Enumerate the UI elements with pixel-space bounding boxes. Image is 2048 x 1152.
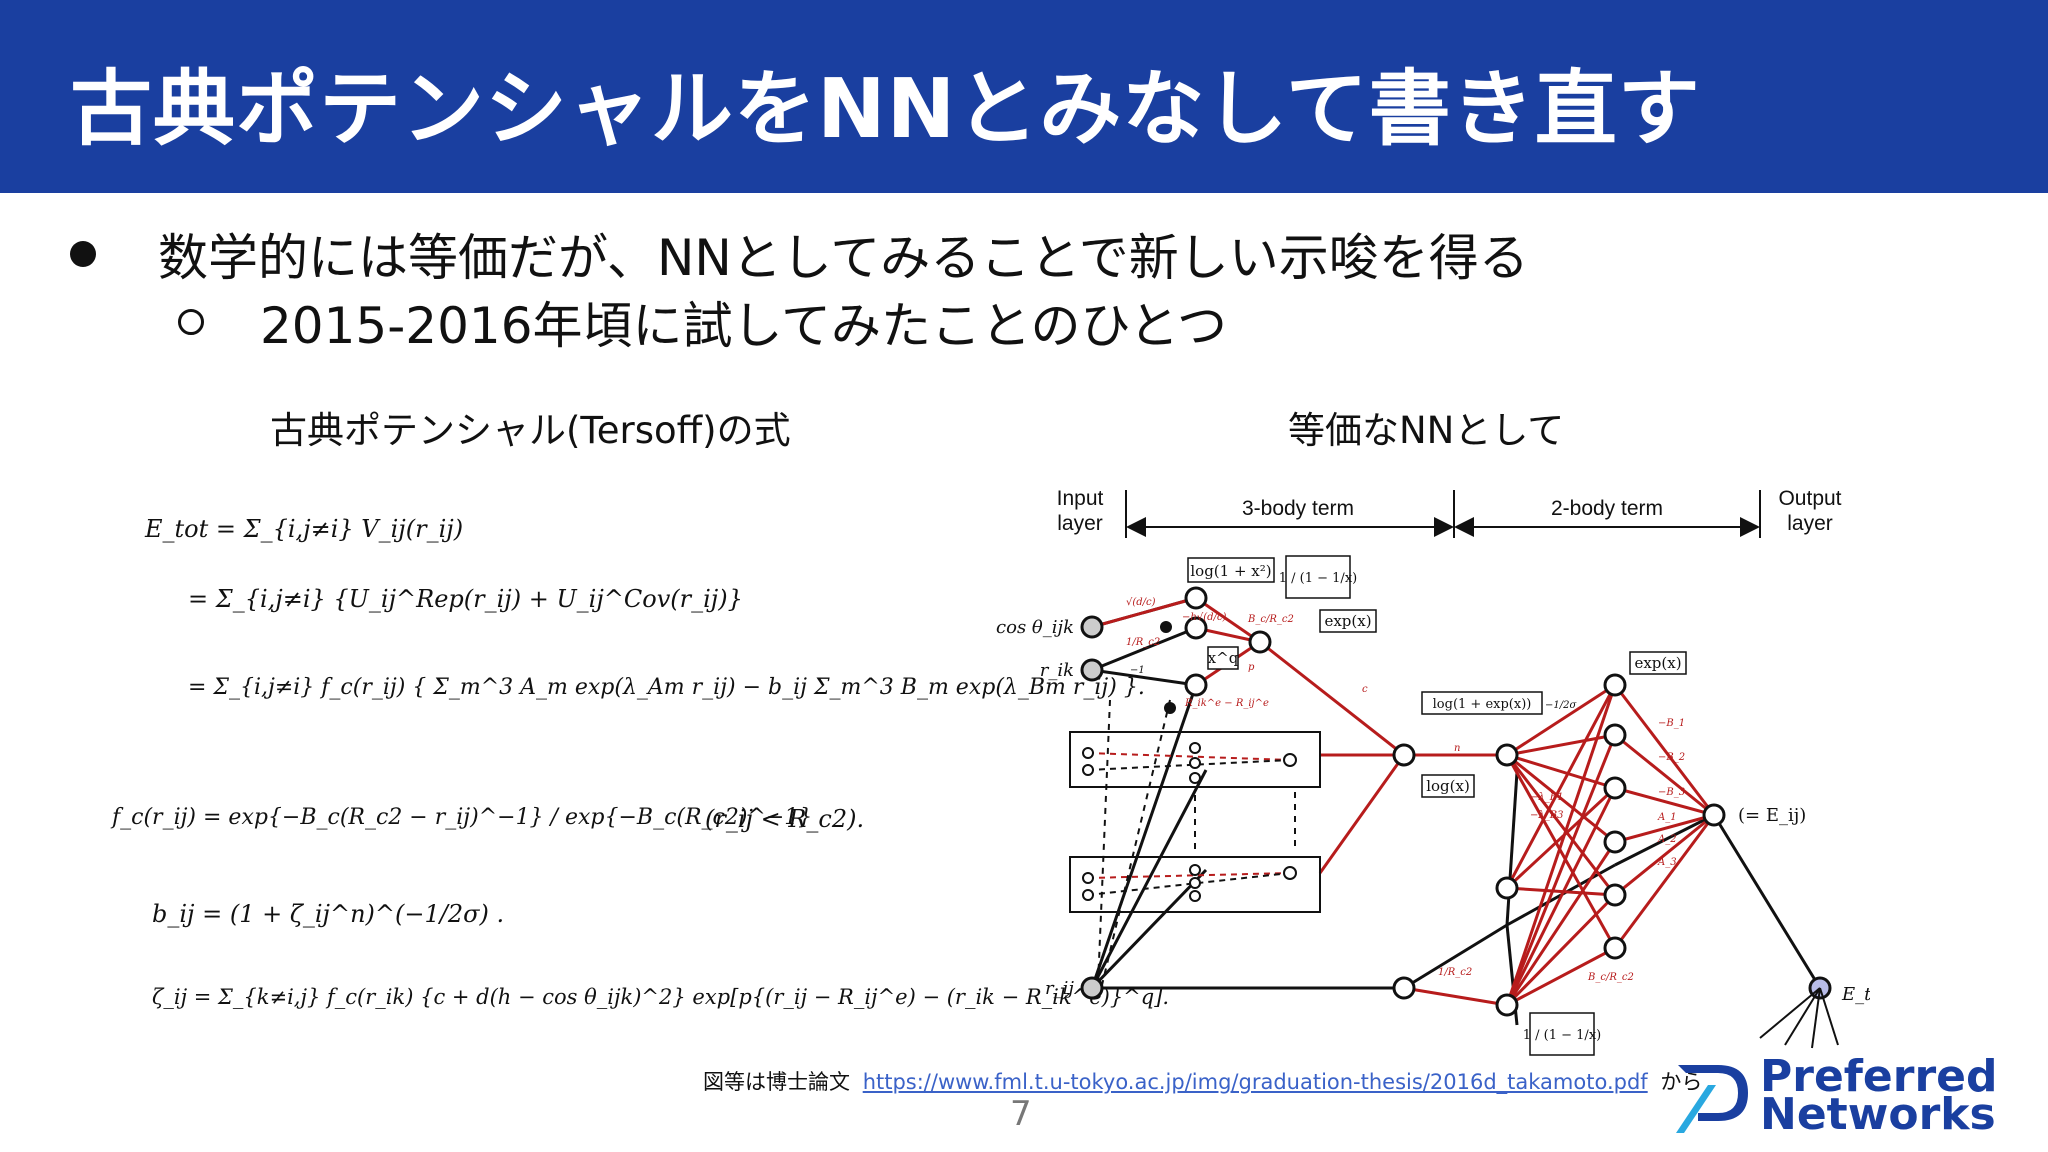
- box-log1expx: log(1 + exp(x)): [1433, 697, 1532, 712]
- output-node-eij: [1702, 803, 1726, 827]
- subnet-box-1: [1069, 731, 1321, 788]
- exp-node-6: [1603, 936, 1627, 960]
- input-node-rij: [1080, 976, 1104, 1000]
- edge-label-8: n: [1454, 743, 1460, 754]
- black-edges: [1090, 596, 1822, 1026]
- nodes: [1080, 586, 1832, 1017]
- nn-diagram: Input layer 3-body term 2-body term Outp…: [996, 487, 1870, 1056]
- edge-label-3: −h√(d/c): [1182, 612, 1226, 623]
- edge-label-9: −1/2σ: [1545, 700, 1577, 711]
- edge-label-7: c: [1362, 684, 1368, 695]
- input-node-cos: [1080, 615, 1104, 639]
- exp-node-4: [1603, 830, 1627, 854]
- input-label-rik: r_ik: [1040, 660, 1074, 681]
- edge-label-18: 1/R_c2: [1438, 967, 1472, 978]
- output-layer-label-2: layer: [1787, 512, 1833, 535]
- edge-labels: √(d/c) 1/R_c2 −1 −h√(d/c) B_c/R_c2 p R_i…: [1126, 597, 1685, 983]
- citation-prefix: 図等は博士論文: [703, 1070, 850, 1094]
- output-fan: [1759, 987, 1839, 1049]
- edge-label-0: √(d/c): [1126, 597, 1156, 608]
- box-expx-2: exp(x): [1634, 654, 1681, 672]
- hidden-node-mid: [1495, 876, 1519, 900]
- hidden-node-3: [1184, 673, 1208, 697]
- edge-label-10: −B_1: [1658, 718, 1685, 729]
- bullet-level1-text: 数学的には等価だが、NNとしてみることで新しい示唆を得る: [158, 229, 1529, 287]
- title-bar: 古典ポテンシャルをNNとみなして書き直す: [0, 0, 2048, 193]
- formula-zeta: ζ_ij = Σ_{k≠i,j} f_c(r_ik) {c + d(h − co…: [152, 985, 1170, 1009]
- bullet-level1: 数学的には等価だが、NNとしてみることで新しい示唆を得る: [70, 218, 1529, 290]
- box-inv: 1 / (1 − 1/x): [1279, 571, 1357, 586]
- hidden-node-rij: [1392, 976, 1416, 1000]
- edge-label-6: R_ik^e − R_ij^e: [1184, 698, 1269, 709]
- logo-line2: Networks: [1760, 1089, 1996, 1140]
- output-layer-label-1: Output: [1778, 487, 1841, 510]
- caption-right: 等価なNNとして: [1288, 409, 1565, 452]
- preferred-networks-logo-icon: [1676, 1065, 1748, 1133]
- edge-label-19: B_c/R_c2: [1587, 972, 1634, 983]
- exp-node-2: [1603, 723, 1627, 747]
- formula-block: E_tot = Σ_{i,j≠i} V_ij(r_ij) = Σ_{i,j≠i}…: [100, 495, 1169, 1055]
- formula-etot-line2: = Σ_{i,j≠i} {U_ij^Rep(r_ij) + U_ij^Cov(r…: [188, 585, 743, 613]
- bias-node-2: [1164, 702, 1176, 714]
- edge-label-2: −1: [1130, 665, 1145, 676]
- formula-etot-line3: = Σ_{i,j≠i} f_c(r_ij) { Σ_m^3 A_m exp(λ_…: [188, 675, 1145, 700]
- caption-left: 古典ポテンシャル(Tersoff)の式: [270, 409, 791, 452]
- logo-wordmark: Preferred Networks: [1760, 1051, 1998, 1140]
- formula-fc-condition: (r_ij < R_c2).: [705, 805, 865, 833]
- box-logx: log(x): [1426, 777, 1470, 795]
- input-layer-label-2: layer: [1057, 512, 1103, 535]
- input-label-rij: r_ij: [1045, 978, 1074, 999]
- hidden-node-2: [1184, 616, 1208, 640]
- box-log1x2: log(1 + x²): [1190, 562, 1271, 580]
- hidden-node-exp: [1248, 630, 1272, 654]
- box-inv-2: 1 / (1 − 1/x): [1523, 1028, 1601, 1043]
- exp-node-5: [1603, 883, 1627, 907]
- hidden-node-inv: [1495, 993, 1519, 1017]
- formula-bij: b_ij = (1 + ζ_ij^n)^(−1/2σ) .: [152, 900, 505, 928]
- input-layer-label-1: Input: [1057, 487, 1104, 510]
- citation: 図等は博士論文 https://www.fml.t.u-tokyo.ac.jp/…: [703, 1066, 1702, 1096]
- function-boxes: log(1 + x²) 1 / (1 − 1/x) exp(x) x^q log…: [1187, 555, 1687, 1056]
- two-body-label: 2-body term: [1551, 497, 1663, 520]
- exp-node-3: [1603, 776, 1627, 800]
- hidden-node-1: [1184, 586, 1208, 610]
- input-label-cos: cos θ_ijk: [996, 617, 1074, 638]
- edge-label-17: −λ_B3: [1530, 810, 1563, 821]
- edge-label-15: A_3: [1657, 857, 1677, 868]
- edge-label-5: p: [1248, 662, 1255, 673]
- bullet-level2: 2015-2016年頃に試してみたことのひとつ: [178, 286, 1227, 358]
- box-expx-1: exp(x): [1324, 612, 1371, 630]
- edge-label-13: A_1: [1657, 812, 1677, 823]
- three-body-label: 3-body term: [1242, 497, 1354, 520]
- page-number: 7: [1010, 1094, 1032, 1134]
- vertical-dashes: [1097, 699, 1296, 986]
- edge-label-14: A_2: [1657, 834, 1677, 845]
- logo-line1: Preferred: [1760, 1051, 1998, 1102]
- hidden-node-sum: [1392, 743, 1416, 767]
- exp-node-1: [1603, 673, 1627, 697]
- citation-suffix: から: [1660, 1070, 1703, 1094]
- bullet-dot-icon: [70, 241, 96, 267]
- box-xq: x^q: [1208, 649, 1239, 667]
- formula-etot-line1: E_tot = Σ_{i,j≠i} V_ij(r_ij): [145, 515, 464, 543]
- bias-node-1: [1160, 621, 1172, 633]
- formula-fc: f_c(r_ij) = exp{−B_c(R_c2 − r_ij)^−1} / …: [112, 805, 813, 830]
- edge-label-11: −B_2: [1658, 752, 1685, 763]
- bullet-circle-icon: [178, 309, 204, 335]
- subnet-box-2: [1069, 856, 1321, 913]
- slide-title: 古典ポテンシャルをNNとみなして書き直す: [70, 62, 1701, 157]
- bullet-level2-text: 2015-2016年頃に試してみたことのひとつ: [260, 297, 1228, 355]
- hidden-node-log1exp: [1495, 743, 1519, 767]
- edge-label-4: B_c/R_c2: [1247, 614, 1294, 625]
- output-label-eij: (= E_ij): [1738, 805, 1806, 826]
- layer-header: Input layer 3-body term 2-body term Outp…: [1057, 487, 1842, 538]
- output-label-etot: E_tot: [1841, 984, 1870, 1005]
- input-node-rik: [1080, 658, 1104, 682]
- edge-label-1: 1/R_c2: [1126, 637, 1160, 648]
- edge-label-12: −B_3: [1658, 787, 1685, 798]
- edge-label-16: −λ_B1: [1530, 792, 1563, 803]
- input-labels: cos θ_ijk r_ik r_ij (= E_ij) E_tot: [996, 617, 1870, 1005]
- citation-link[interactable]: https://www.fml.t.u-tokyo.ac.jp/img/grad…: [862, 1070, 1648, 1094]
